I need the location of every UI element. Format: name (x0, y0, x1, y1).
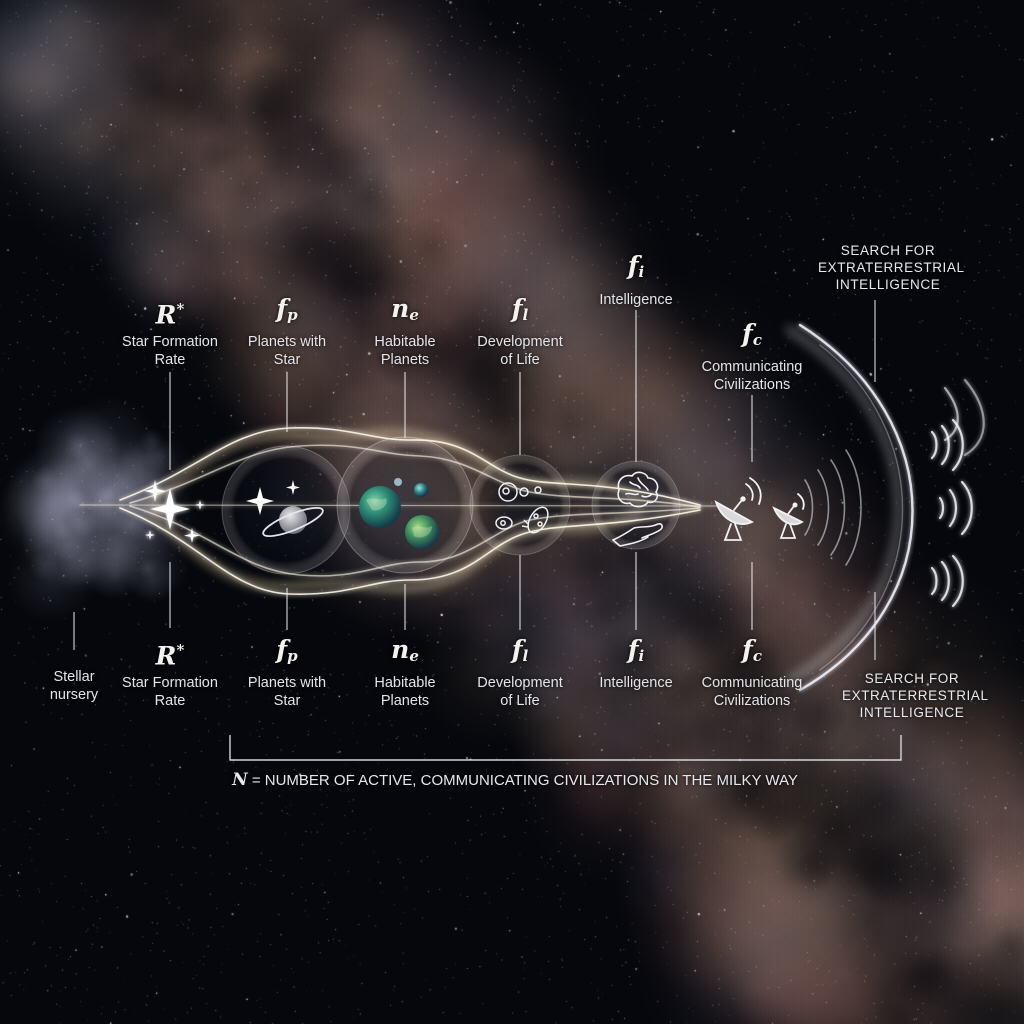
symbol-fp-top: fp (276, 294, 298, 325)
label-intelligence-bottom: Intelligence (599, 675, 673, 691)
summary-symbol: N (232, 770, 248, 790)
label-communicating-civilizations-bottom: Communicating Civilizations (701, 675, 803, 709)
label-intelligence-top: Intelligence (599, 292, 673, 308)
symbol-fc-top: fc (742, 319, 762, 350)
symbol-rstar-top: R* (155, 300, 185, 330)
term-fi-bottom: fi Intelligence (599, 636, 672, 692)
symbol-fl-bottom: fl (511, 635, 529, 666)
label-seti-bottom: SEARCH FOR EXTRATERRESTRIAL INTELLIGENCE (842, 671, 989, 720)
label-development-of-life-top: Development of Life (477, 334, 563, 368)
label-development-of-life-bottom: Development of Life (477, 675, 563, 709)
microbes-icon (495, 482, 549, 534)
label-stellar-nursery: Stellar nursery (39, 668, 109, 704)
stellar-nursery-text: Stellar nursery (49, 669, 99, 703)
symbol-fi-top: fi (627, 251, 645, 282)
summary-caption: N = NUMBER OF ACTIVE, COMMUNICATING CIVI… (232, 770, 798, 790)
term-rstar-bottom: R* Star Formation Rate (110, 636, 230, 710)
leader-lines (73, 300, 876, 660)
label-planets-with-star-bottom: Planets with Star (247, 675, 327, 709)
symbol-fp-bottom: fp (276, 635, 298, 666)
bubble-intelligence (591, 460, 681, 550)
term-fl-bottom: fl Development of Life (470, 636, 570, 710)
label-communicating-civilizations-top: Communicating Civilizations (701, 359, 803, 393)
brain-hand-icon (612, 471, 663, 547)
term-ne-bottom: ne Habitable Planets (360, 636, 450, 710)
label-seti-top: SEARCH FOR EXTRATERRESTRIAL INTELLIGENCE (818, 243, 965, 292)
symbol-ne-bottom: ne (391, 635, 419, 666)
term-fi-top: fi Intelligence (599, 252, 672, 309)
term-rstar-top: R* Star Formation Rate (110, 295, 230, 369)
symbol-ne-top: ne (391, 294, 419, 325)
label-habitable-planets-bottom: Habitable Planets (374, 675, 436, 709)
label-planets-with-star-top: Planets with Star (247, 334, 327, 368)
earth-like-planets-icon (359, 478, 439, 549)
label-star-formation-rate-bottom: Star Formation Rate (122, 675, 218, 710)
bubble-life (469, 454, 571, 556)
term-ne-top: ne Habitable Planets (360, 295, 450, 369)
seti-signal-arc (785, 323, 985, 692)
term-fp-bottom: fp Planets with Star (242, 636, 332, 710)
term-fp-top: fp Planets with Star (242, 295, 332, 369)
symbol-fi-bottom: fi (627, 635, 645, 666)
label-star-formation-rate-top: Star Formation Rate (122, 334, 218, 369)
summary-bracket (229, 735, 902, 761)
sparkle-stars-icon (144, 480, 205, 543)
term-fc-top: fc Communicating Civilizations (692, 320, 812, 394)
symbol-rstar-bottom: R* (155, 641, 185, 671)
ringed-planet-icon (246, 480, 324, 537)
symbol-fc-bottom: fc (742, 635, 762, 666)
summary-text: = NUMBER OF ACTIVE, COMMUNICATING CIVILI… (251, 772, 798, 789)
symbol-fl-top: fl (511, 294, 529, 325)
term-fc-bottom: fc Communicating Civilizations (692, 636, 812, 710)
term-fl-top: fl Development of Life (470, 295, 570, 369)
label-habitable-planets-top: Habitable Planets (374, 334, 436, 368)
satellite-dish-icon (714, 477, 805, 541)
